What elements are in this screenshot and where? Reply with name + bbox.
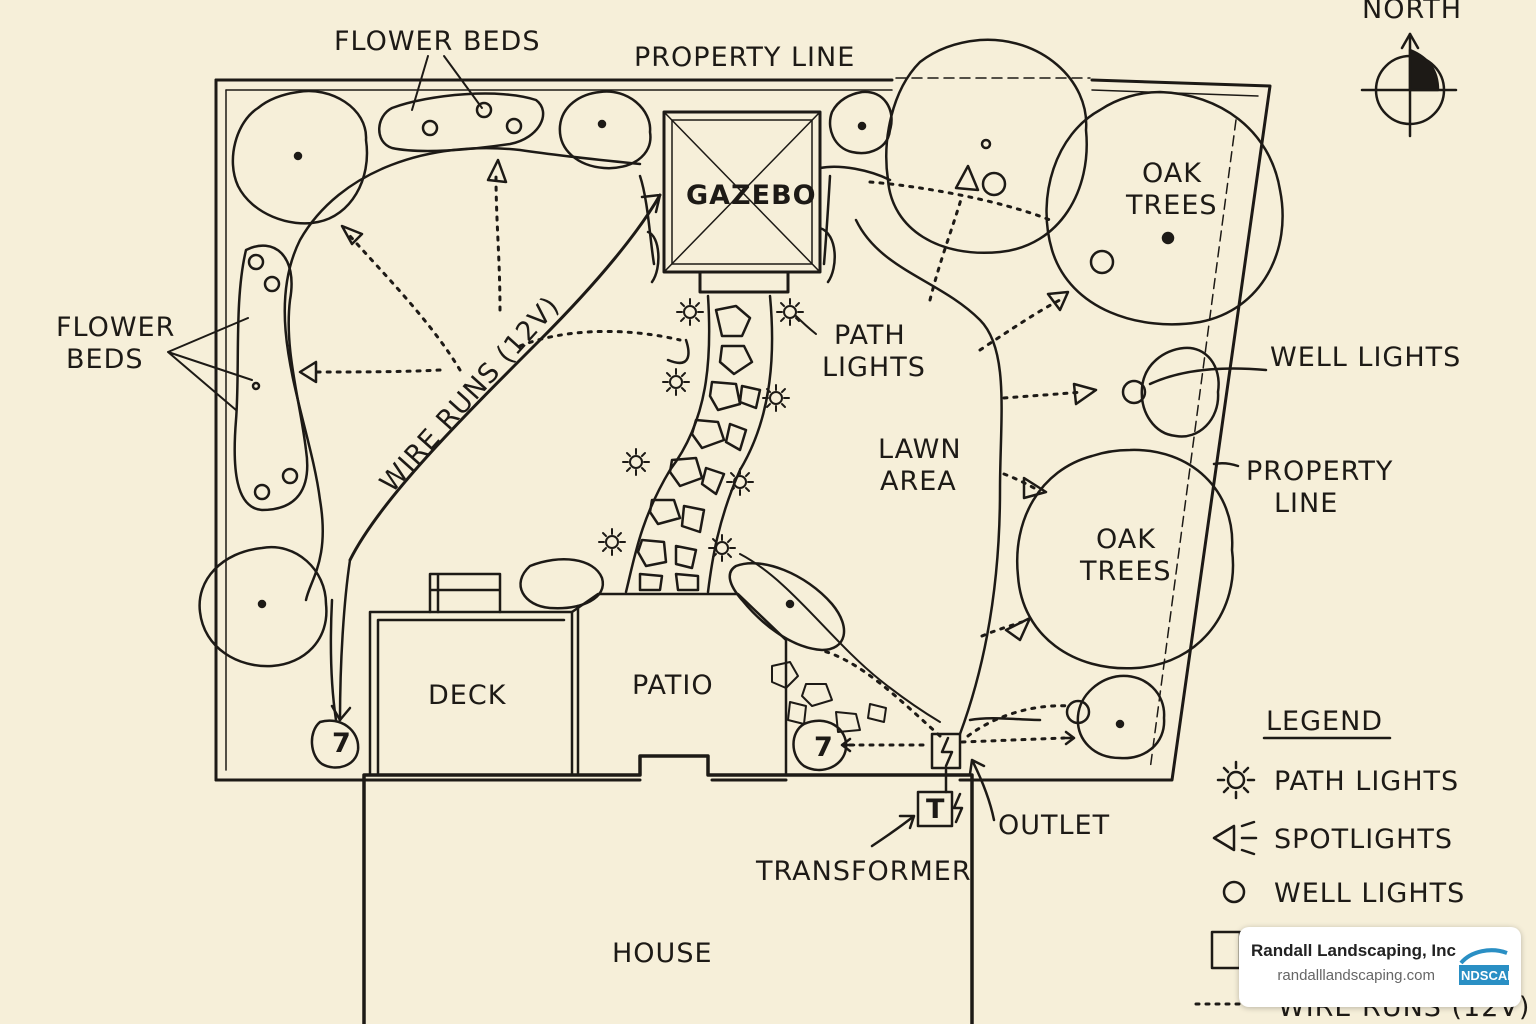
spotlight-symbol-left: 7 (332, 728, 352, 759)
label-gazebo: GAZEBO (686, 180, 817, 211)
spotlight-symbol: 7 (814, 732, 834, 763)
label-oak-trees-1-line2: TREES (1125, 190, 1218, 221)
stone-path (624, 294, 774, 594)
label-oak-trees-2-line1: OAK (1096, 524, 1156, 555)
label-well-lights: WELL LIGHTS (1270, 342, 1461, 373)
property-boundary (214, 77, 1272, 782)
label-wire-runs: WIRE RUNS (12V) (374, 290, 566, 498)
label-path-lights-line2: LIGHTS (822, 352, 926, 383)
label-property-line-top: PROPERTY LINE (634, 42, 855, 73)
legend-title: LEGEND (1266, 706, 1383, 737)
label-oak-trees-2-line2: TREES (1079, 556, 1172, 587)
label-deck: DECK (428, 680, 507, 711)
spotlights (298, 158, 1098, 753)
label-property-line-right-line2: LINE (1274, 488, 1338, 519)
house (362, 754, 974, 1024)
north-arrow-icon (1360, 32, 1458, 138)
deck-patio (368, 572, 788, 777)
label-property-line-right-line1: PROPERTY (1246, 456, 1393, 487)
leader-lines (167, 55, 817, 411)
credit-url[interactable]: randalllandscaping.com (1277, 967, 1435, 984)
label-outlet: OUTLET (998, 810, 1110, 841)
flower-beds (233, 92, 848, 772)
legend-item-path-lights: PATH LIGHTS (1274, 766, 1459, 797)
well-lights (1121, 379, 1147, 405)
gazebo (662, 110, 822, 294)
label-oak-trees-1-line1: OAK (1142, 158, 1202, 189)
company-logo-icon: NDSCAP (1459, 948, 1511, 985)
path-lights (598, 298, 804, 562)
outlet-transformer (666, 338, 1268, 848)
credit-card[interactable]: Randall Landscaping, Inc randalllandscap… (1239, 927, 1521, 1007)
trees (198, 38, 1284, 760)
label-transformer: TRANSFORMER (755, 856, 972, 887)
logo-text: NDSCAP (1461, 968, 1511, 983)
label-flower-beds-top: FLOWER BEDS (334, 26, 540, 57)
label-lawn-line1: LAWN (878, 434, 962, 465)
label-path-lights-line1: PATH (834, 320, 906, 351)
label-lawn-line2: AREA (880, 466, 957, 497)
label-house: HOUSE (612, 938, 713, 969)
credit-company: Randall Landscaping, Inc (1251, 941, 1456, 960)
label-flower-beds-left-line1: FLOWER (56, 312, 175, 343)
label-flower-beds-left-line2: BEDS (66, 344, 144, 375)
lawn-border (283, 146, 1042, 736)
transformer-symbol: T (926, 794, 945, 825)
legend-item-spotlights: SPOTLIGHTS (1274, 824, 1453, 855)
label-patio: PATIO (632, 670, 714, 701)
legend-item-well-lights: WELL LIGHTS (1274, 878, 1465, 909)
label-north: NORTH (1362, 0, 1462, 25)
